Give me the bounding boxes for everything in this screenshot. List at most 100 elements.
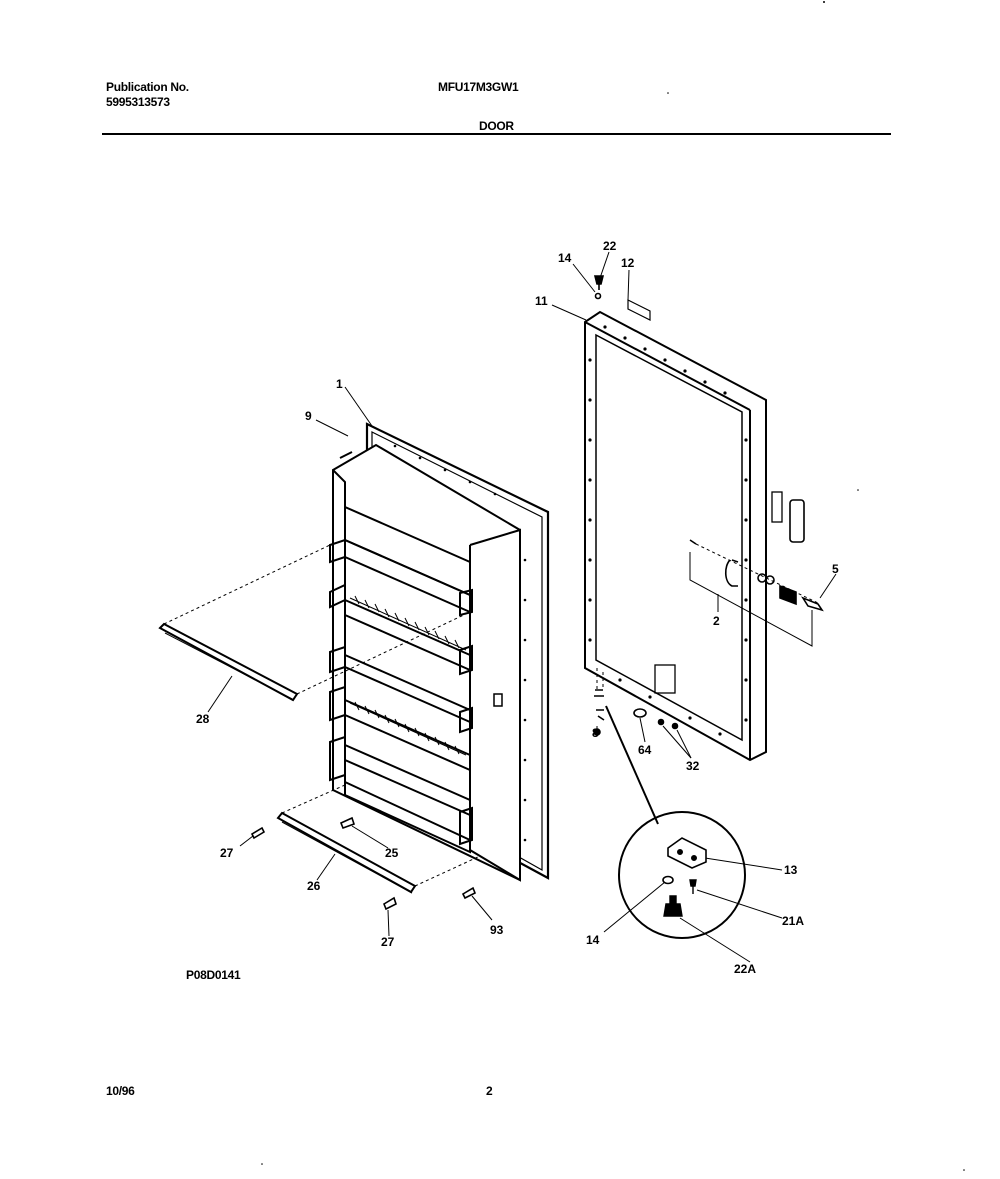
frame-dot [588, 558, 592, 562]
footer-date: 10/96 [106, 1084, 135, 1098]
gasket-dot [418, 456, 422, 460]
washer-14-top-icon [594, 292, 602, 300]
model-number: MFU17M3GW1 [438, 80, 519, 94]
dash-lock [695, 543, 821, 605]
hinge-bracket-13 [667, 837, 707, 869]
frame-dot [588, 358, 592, 362]
shelf-5 [329, 735, 473, 846]
inner-door-liner [329, 422, 550, 882]
section-title: DOOR [479, 119, 514, 133]
leader-22a [679, 917, 751, 963]
shelf-1-box [344, 505, 471, 597]
shelf-rail-26-stripe [281, 821, 413, 894]
shelf-rails [158, 622, 417, 894]
frame-dot [703, 380, 707, 384]
leader-64 [639, 717, 646, 743]
speck [857, 489, 859, 491]
callout-22-top: 22 [603, 239, 617, 253]
dash-28-top [163, 544, 331, 625]
callout-14-detail: 14 [586, 933, 600, 947]
screw-22-top-icon [593, 275, 605, 290]
frame-dot [588, 518, 592, 522]
leader-11 [551, 304, 587, 321]
callout-12: 12 [621, 256, 635, 270]
callout-13: 13 [784, 863, 798, 877]
lock-spacer-icon [765, 575, 775, 585]
detail-circle [618, 811, 746, 939]
frame-dot [588, 438, 592, 442]
frame-dot [643, 347, 647, 351]
shelf-5-end-right [459, 806, 473, 846]
figure-code: P08D0141 [186, 968, 241, 982]
liner-right-wall [469, 528, 521, 882]
hinge-detail [618, 811, 746, 939]
scan-specks [261, 1, 965, 1171]
frame-dot [744, 438, 748, 442]
shelf-4-end-right [459, 706, 473, 734]
frame-dot [723, 391, 727, 395]
callout-25: 25 [385, 846, 399, 860]
detail-callout-line [605, 705, 659, 825]
callout-21a: 21A [782, 914, 804, 928]
hinge-pin-22a-icon [663, 895, 683, 917]
outer-door-panel [584, 299, 805, 762]
gasket-dot [523, 638, 527, 642]
frame-dot [588, 638, 592, 642]
frame-dot [648, 695, 652, 699]
shelf-5-end-left [329, 735, 346, 782]
lock-key-5-icon [801, 596, 824, 612]
door-screw-dots [393, 444, 527, 842]
door-handle-piece-b [789, 499, 805, 543]
leader-26 [316, 853, 336, 881]
gasket-dot [523, 798, 527, 802]
screw-27-bottom-icon [383, 896, 397, 911]
callout-26: 26 [307, 879, 321, 893]
frame-dot [744, 638, 748, 642]
frame-dot [744, 718, 748, 722]
shelf-1-end-right [459, 588, 473, 617]
gasket-dot [523, 558, 527, 562]
leader-14-top [572, 263, 596, 293]
washer-14-detail-icon [662, 875, 674, 885]
leader-22-top [599, 251, 610, 279]
leader-12 [627, 269, 630, 301]
outer-door-top-edge [584, 321, 751, 411]
callout-11: 11 [535, 294, 548, 308]
dashed-assembly-lines [163, 543, 821, 887]
page-number: 2 [486, 1084, 493, 1098]
gasket-dot [523, 718, 527, 722]
speck [823, 1, 825, 3]
shelf-rail-28-stripe [164, 632, 295, 701]
frame-dot [588, 598, 592, 602]
callout-9: 9 [305, 409, 312, 423]
frame-dot [618, 678, 622, 682]
callout-22a: 22A [734, 962, 756, 976]
frame-dot [744, 678, 748, 682]
outer-door-inner-recess [595, 333, 743, 742]
bracket-2 [689, 552, 813, 647]
shelf-4 [329, 685, 473, 772]
outer-door-dots [588, 325, 748, 736]
shelf-2-rail [329, 583, 346, 609]
speck [667, 92, 669, 94]
shelf-1-end-left [329, 538, 346, 564]
publication-label: Publication No. [106, 80, 189, 94]
leader-21a [696, 889, 783, 919]
lock-latch-icon [724, 559, 739, 587]
door-handle-piece-a [771, 491, 783, 523]
frame-dot [718, 732, 722, 736]
gasket-dot [468, 480, 472, 484]
gasket-dot [523, 758, 527, 762]
frame-dot [744, 518, 748, 522]
lock-washer-2-icon [689, 539, 697, 545]
leader-93 [471, 895, 493, 921]
publication-number: 5995313573 [106, 95, 170, 109]
frame-dot [688, 716, 692, 720]
leader-14-detail [603, 881, 666, 933]
frame-dot [603, 325, 607, 329]
liner-latch-slot [493, 693, 503, 707]
callout-labels: 1 9 11 14 22 12 5 2 28 27 25 26 27 93 8 … [196, 239, 839, 976]
screw-27-left-icon [250, 826, 266, 840]
frame-dot [683, 369, 687, 373]
